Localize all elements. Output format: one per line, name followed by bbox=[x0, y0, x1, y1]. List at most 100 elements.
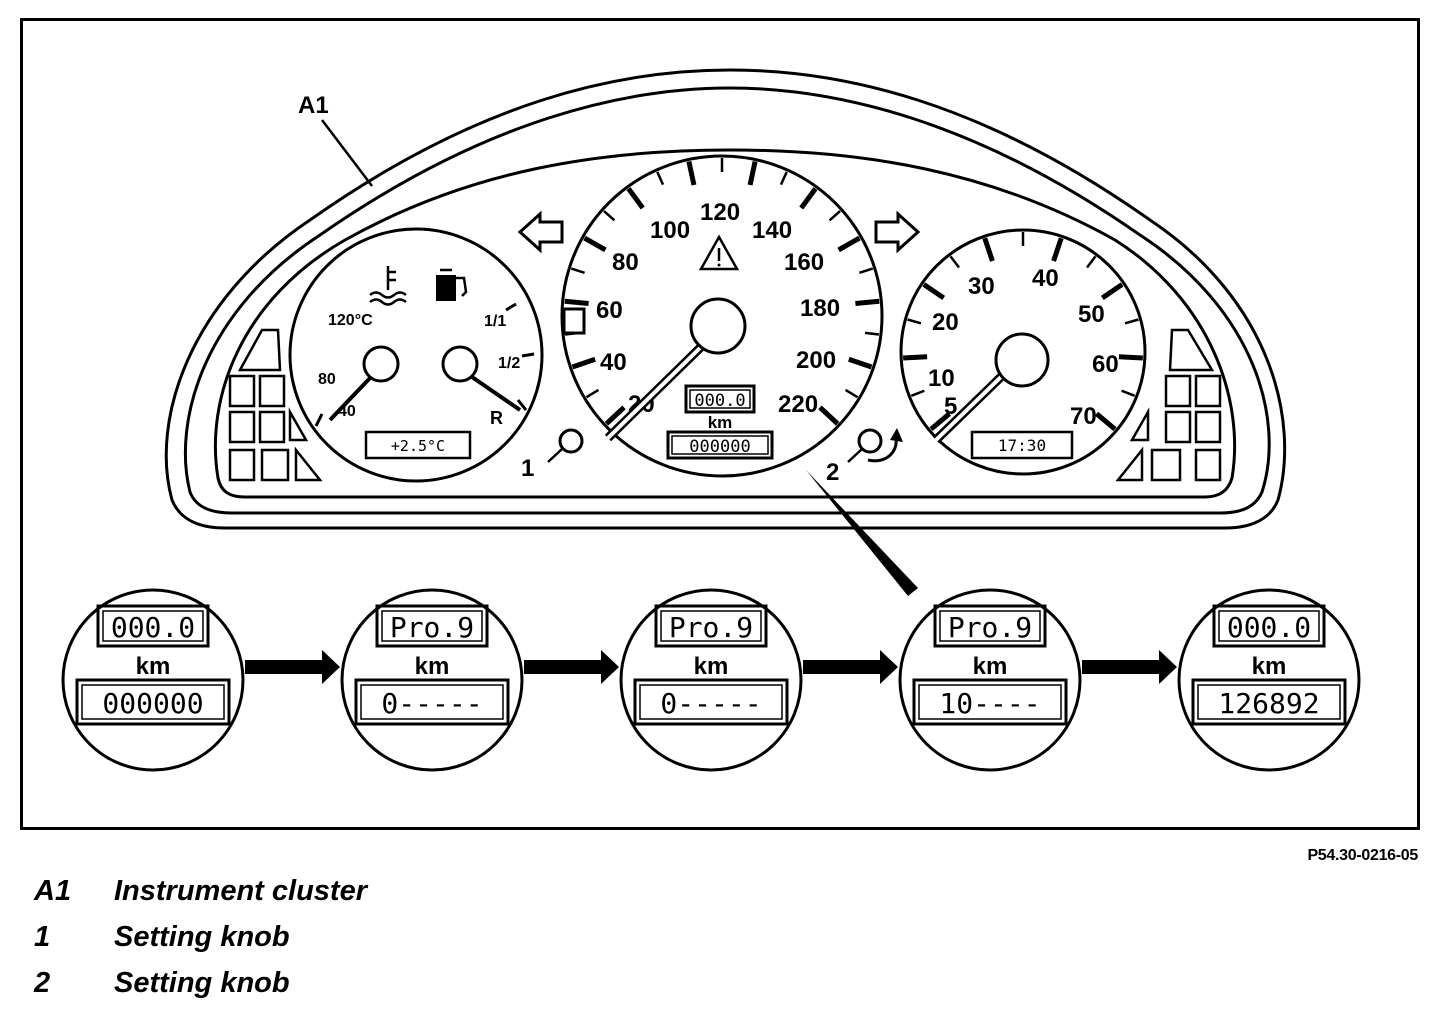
sequence-unit: km bbox=[973, 653, 1008, 680]
sequence-arrow-icon bbox=[245, 650, 340, 684]
figure-reference-code: P54.30-0216-05 bbox=[1307, 847, 1418, 864]
setting-knob-1: 1 bbox=[521, 428, 584, 482]
hazard-warning-icon bbox=[698, 234, 740, 271]
tach-label-30: 30 bbox=[968, 273, 995, 300]
sequence-unit: km bbox=[1252, 653, 1287, 680]
legend-text: Instrument cluster bbox=[114, 874, 367, 907]
speedometer-ticks bbox=[564, 158, 880, 426]
callout-a1-label: A1 bbox=[298, 92, 329, 119]
minor-tick bbox=[828, 210, 841, 222]
major-tick bbox=[903, 354, 928, 361]
sequence-unit: km bbox=[415, 653, 450, 680]
housing-outer-outline bbox=[164, 68, 1287, 530]
tach-label-5: 5 bbox=[944, 393, 957, 420]
sequence-top-display bbox=[375, 604, 489, 648]
major-tick bbox=[564, 298, 589, 306]
major-tick bbox=[982, 237, 995, 262]
speed-square-marker bbox=[562, 307, 586, 335]
sequence-bottom-display bbox=[75, 678, 231, 726]
sequence-arrow-icon bbox=[1082, 650, 1177, 684]
sequence-bottom-value: 000000 bbox=[102, 687, 203, 720]
minor-tick bbox=[949, 255, 960, 269]
major-tick bbox=[686, 160, 697, 186]
major-tick bbox=[818, 405, 840, 426]
sequence-top-value: Pro.9 bbox=[390, 611, 474, 644]
major-tick bbox=[1118, 354, 1143, 361]
outside-temp-display bbox=[364, 430, 472, 460]
major-tick bbox=[571, 356, 596, 370]
sequence-top-value: Pro.9 bbox=[948, 611, 1032, 644]
major-tick bbox=[747, 160, 758, 186]
speed-label-180: 180 bbox=[800, 295, 840, 322]
sequence-bottom-value: 10---- bbox=[939, 687, 1040, 720]
speed-label-120: 120 bbox=[700, 199, 740, 226]
sequence-top-value: 000.0 bbox=[1227, 611, 1311, 644]
major-tick bbox=[604, 405, 626, 426]
sequence-bottom-display bbox=[354, 678, 510, 726]
left-turn-arrow-icon bbox=[517, 210, 564, 254]
warning-lamps-right bbox=[1115, 328, 1222, 482]
legend: A1 Instrument cluster 1 Setting knob 2 S… bbox=[34, 868, 367, 1006]
minor-tick bbox=[585, 388, 600, 399]
major-tick bbox=[583, 235, 607, 253]
speed-label-60: 60 bbox=[596, 297, 623, 324]
minor-tick bbox=[844, 388, 859, 399]
total-odometer-value: 000000 bbox=[689, 437, 750, 457]
sequence-top-display bbox=[933, 604, 1047, 648]
minor-tick bbox=[1121, 389, 1136, 398]
minor-tick bbox=[570, 267, 586, 274]
figure-frame bbox=[20, 18, 1420, 830]
temp-label-80: 80 bbox=[318, 371, 336, 388]
minor-tick bbox=[603, 210, 616, 222]
tach-label-10: 10 bbox=[928, 365, 955, 392]
minor-tick bbox=[1086, 255, 1097, 269]
legend-key: 2 bbox=[34, 966, 51, 999]
minor-tick bbox=[858, 267, 874, 274]
sequence-top-display bbox=[654, 604, 768, 648]
major-tick bbox=[922, 282, 946, 300]
sequence-step: 000.0 km 126892 bbox=[1177, 588, 1361, 772]
speed-label-80: 80 bbox=[612, 249, 639, 276]
tach-label-50: 50 bbox=[1078, 301, 1105, 328]
tach-needle bbox=[932, 332, 1050, 444]
major-tick bbox=[929, 411, 952, 432]
major-tick bbox=[799, 187, 818, 210]
tachometer: 5 10 20 30 40 50 60 70 17:30 bbox=[899, 228, 1147, 476]
major-tick bbox=[1100, 282, 1124, 300]
sequence-bottom-display bbox=[912, 678, 1068, 726]
speed-label-40: 40 bbox=[600, 349, 627, 376]
tach-label-40: 40 bbox=[1032, 265, 1059, 292]
clock-value: 17:30 bbox=[998, 436, 1046, 455]
minor-tick bbox=[907, 318, 922, 325]
minor-tick bbox=[779, 171, 788, 186]
major-tick bbox=[1051, 237, 1064, 262]
sequence-step: Pro.9 km 10---- bbox=[898, 588, 1082, 772]
speedometer: 20 40 60 80 100 120 140 160 180 200 220 … bbox=[560, 154, 884, 478]
major-tick bbox=[848, 356, 873, 370]
left-gauge: 120°C 80 40 1/1 1/2 R +2.5°C bbox=[288, 227, 544, 483]
sequence-top-display bbox=[1212, 604, 1326, 648]
major-tick bbox=[855, 298, 880, 306]
legend-text: Setting knob bbox=[114, 966, 290, 999]
legend-row-a1: A1 Instrument cluster bbox=[34, 868, 367, 914]
sequence-bottom-value: 0----- bbox=[660, 687, 761, 720]
speed-label-160: 160 bbox=[784, 249, 824, 276]
fuel-label-reserve: R bbox=[490, 408, 503, 428]
speed-label-140: 140 bbox=[752, 217, 792, 244]
temp-label-120: 120°C bbox=[328, 312, 373, 329]
legend-text: Setting knob bbox=[114, 920, 290, 953]
housing-inner-outline bbox=[213, 148, 1237, 499]
sequence-top-value: 000.0 bbox=[111, 611, 195, 644]
tach-label-20: 20 bbox=[932, 309, 959, 336]
sequence-bottom-value: 126892 bbox=[1218, 687, 1319, 720]
procedure-sequence: 000.0km000000Pro.9km0-----Pro.9km0-----P… bbox=[61, 588, 1361, 772]
cluster-housing bbox=[164, 68, 1287, 530]
fuel-needle bbox=[441, 345, 522, 412]
setting-knob-2: 2 bbox=[826, 428, 903, 486]
trip-odometer-value: 000.0 bbox=[694, 391, 745, 411]
warning-lamps-left bbox=[228, 328, 323, 482]
tachometer-ticks bbox=[903, 232, 1143, 432]
minor-tick bbox=[864, 331, 880, 336]
